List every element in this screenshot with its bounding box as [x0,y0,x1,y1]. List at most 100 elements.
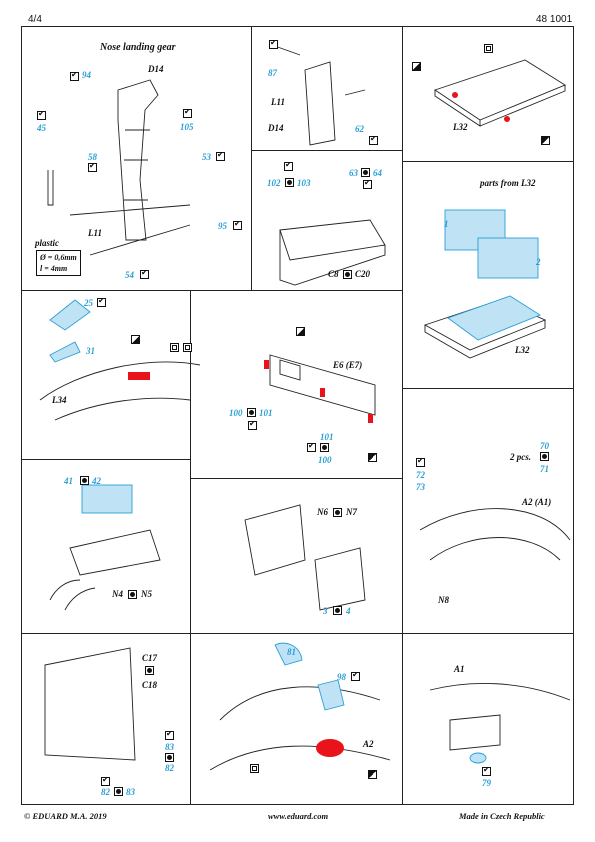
color-icon [165,753,174,762]
part-82: 82 [165,763,174,773]
color-icon [343,270,352,279]
color-icon [320,443,329,452]
part-54: 54 [125,270,134,280]
label-c18: C18 [142,680,158,690]
part-3: 3 [323,606,328,616]
label-n7: N7 [346,507,357,517]
part-1: 1 [444,219,449,229]
half-square-icon [296,327,305,336]
part-100: 100 [229,408,243,418]
panel-a1 [402,633,574,805]
part-105: 105 [180,122,194,132]
half-square-icon [412,62,421,71]
half-square-icon [368,770,377,779]
check-icon [101,775,110,786]
part-63: 63 [349,168,358,178]
part-83: 83 [126,787,135,797]
label-n4: N4 [112,589,123,599]
part-73: 73 [416,482,425,492]
part-82: 82 [101,787,110,797]
label-e6-e7: E6 (E7) [333,360,363,370]
label-l34: L34 [52,395,67,405]
part-101: 101 [259,408,273,418]
part-64: 64 [373,168,382,178]
catalog-code: 48 1001 [536,14,573,25]
check-icon [183,107,192,118]
color-icon [114,787,123,796]
label-plastic: plastic [35,238,59,248]
part-58: 58 [88,152,97,162]
part-102: 102 [267,178,281,188]
label-c17: C17 [142,653,158,663]
label-c20: C20 [355,269,371,279]
color-icon [247,408,256,417]
part-100: 100 [318,455,332,465]
frame-icon [183,343,192,352]
label-l11: L11 [88,228,103,238]
color-icon [333,508,342,517]
check-icon [363,178,372,189]
check-icon [165,729,174,740]
label-a2: A2 [363,739,374,749]
color-icon [361,168,370,177]
half-square-icon [368,453,377,462]
check-icon [416,456,425,467]
part-41: 41 [64,476,73,486]
part-62: 62 [355,124,364,134]
part-103: 103 [297,178,311,188]
part-81: 81 [287,647,296,657]
frame-icon [250,764,259,773]
check-icon [307,441,316,452]
label-l32: L32 [453,122,468,132]
label-a2-a1: A2 (A1) [522,497,552,507]
nose-gear-title: Nose landing gear [100,42,176,53]
check-icon [284,160,293,171]
part-72: 72 [416,470,425,480]
color-icon [80,476,89,485]
part-53: 53 [202,152,211,162]
note-length: l = 4mm [40,264,68,273]
check-icon [369,134,378,145]
part-98: 98 [337,672,346,682]
check-icon [269,38,278,49]
label-l11: L11 [271,97,286,107]
note-diameter: Ø = 0,6mm [40,253,77,262]
part-95: 95 [218,221,227,231]
check-icon [233,219,242,230]
label-n8: N8 [438,595,449,605]
check-icon [37,109,46,120]
label-d14: D14 [268,123,284,133]
color-icon [128,590,137,599]
check-icon [140,268,149,279]
color-icon [145,666,154,675]
check-icon [70,70,79,81]
label-n6: N6 [317,507,328,517]
frame-icon [484,44,493,53]
check-icon [351,670,360,681]
part-79: 79 [482,778,491,788]
part-2: 2 [536,257,541,267]
check-icon [216,150,225,161]
part-83: 83 [165,742,174,752]
part-42: 42 [92,476,101,486]
half-square-icon [541,136,550,145]
label-parts-from-l32: parts from L32 [480,178,536,188]
check-icon [88,161,97,172]
color-icon [285,178,294,187]
part-87: 87 [268,68,277,78]
label-n5: N5 [141,589,152,599]
part-25: 25 [84,298,93,308]
website-link[interactable]: www.eduard.com [268,811,329,821]
origin-text: Made in Czech Republic [459,811,545,821]
label-l32: L32 [515,345,530,355]
copyright: © EDUARD M.A. 2019 [24,811,107,821]
label-a1: A1 [454,664,465,674]
label-d14: D14 [148,64,164,74]
label-c8: C8 [328,269,339,279]
label-2pcs: 2 pcs. [510,452,531,462]
part-71: 71 [540,464,549,474]
frame-icon [170,343,179,352]
half-square-icon [131,335,140,344]
part-101: 101 [320,432,334,442]
